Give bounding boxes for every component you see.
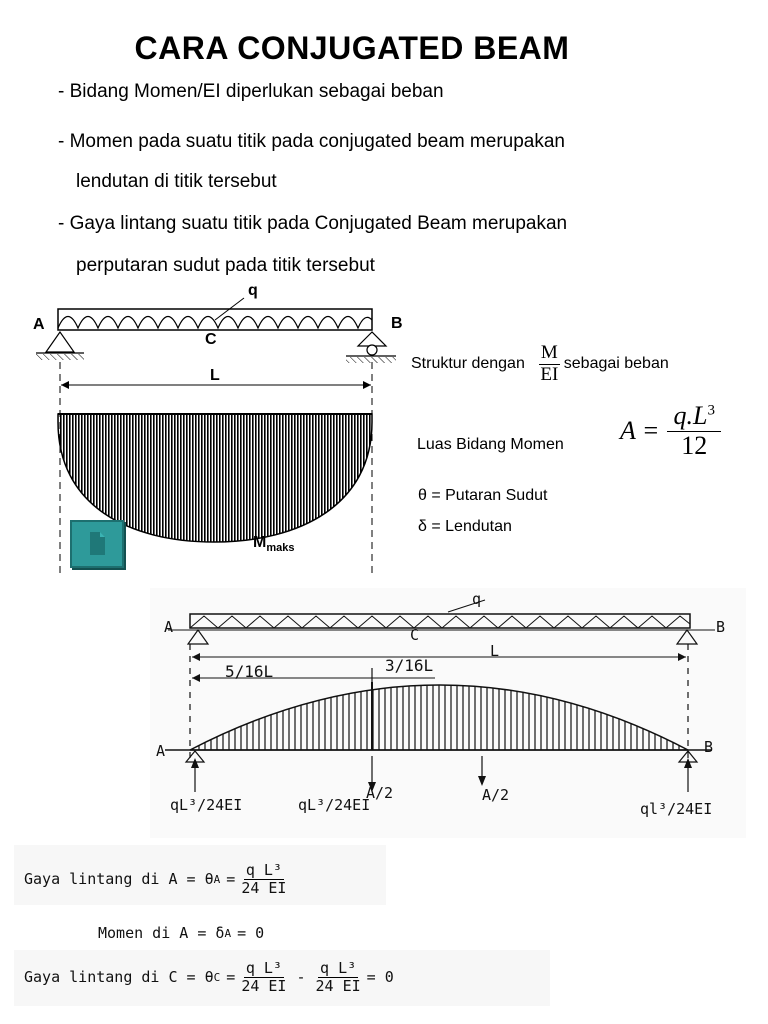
support-label-a: A [33, 316, 45, 333]
theta-definition: θ = Putaran Sudut [418, 487, 548, 504]
distributed-load-2 [189, 615, 691, 629]
delta-definition: δ = Lendutan [418, 518, 512, 535]
moment-diagram-1 [57, 413, 373, 543]
beam2-label-b-bottom: B [704, 738, 714, 756]
moment-diagram-2 [189, 684, 689, 751]
page-title: CARA CONJUGATED BEAM [134, 30, 570, 66]
bullet-1: - Bidang Momen/EI diperlukan sebagai beb… [58, 81, 444, 102]
beam2-label-l: L [490, 642, 500, 660]
beam-diagram-1 [36, 297, 396, 576]
equation-3-background [14, 950, 550, 1006]
struktur-line: Struktur dengan M EI sebagai beban [411, 342, 669, 386]
beam2-dim-5-16l: 5/16L [225, 662, 274, 681]
moment-max-label: Mmaks [253, 534, 295, 555]
span-label-l: L [210, 367, 220, 384]
document-icon[interactable] [70, 520, 124, 568]
beam2-load-q: q [472, 590, 482, 608]
beam2-left-reaction: qL³/24EI [170, 796, 243, 814]
struktur-suffix: sebagai beban [563, 355, 669, 373]
pin-support-a [44, 330, 76, 353]
bullet-3-line1: - Gaya lintang suatu titik pada Conjugat… [58, 213, 568, 234]
struktur-prefix: Struktur dengan [411, 355, 525, 373]
beam2-label-a-bottom: A [156, 742, 166, 760]
luas-label: Luas Bidang Momen [417, 436, 564, 453]
beam2-dim-3-16l: 3/16L [385, 656, 434, 675]
bullet-2-line2: lendutan di titik tersebut [76, 171, 277, 192]
bullet-3-line2: perputaran sudut pada titik tersebut [76, 255, 375, 276]
beam2-label-b-top: B [716, 618, 726, 636]
beam2-right-reaction: ql³/24EI [640, 800, 713, 818]
equation-1-background [14, 845, 386, 905]
beam2-label-a-top: A [164, 618, 174, 636]
beam2-label-c: C [410, 626, 420, 644]
area-formula: A = q.L3 12 [620, 401, 721, 460]
beam2-mid-reaction: qL³/24EI [298, 796, 371, 814]
distributed-load-1 [57, 315, 373, 330]
beam2-a-half-1: A/2 [366, 784, 394, 802]
mid-label-c: C [205, 331, 217, 348]
beam2-a-half-2: A/2 [482, 786, 510, 804]
m-over-ei-fraction: M EI [538, 342, 560, 385]
load-label-q: q [248, 282, 258, 299]
support-label-b: B [391, 315, 403, 332]
beam-2 [189, 613, 691, 629]
bullet-2-line1: - Momen pada suatu titik pada conjugated… [58, 131, 565, 152]
